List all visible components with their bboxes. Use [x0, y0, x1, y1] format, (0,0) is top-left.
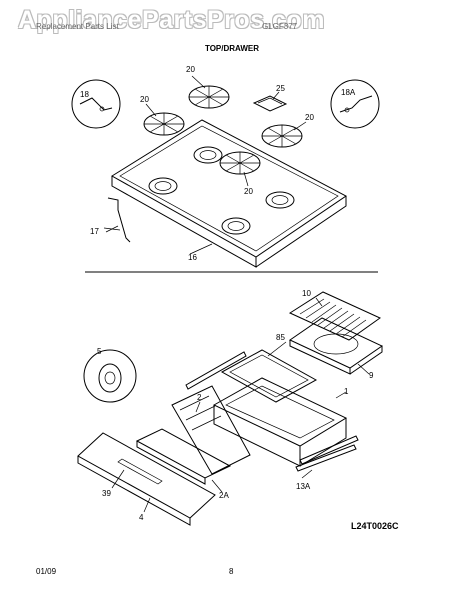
callout-drawer-body: 1 [344, 387, 349, 396]
roller-detail [83, 349, 137, 403]
bracket-right-detail [330, 79, 380, 129]
cooktop-assembly [111, 119, 347, 268]
callout-rod: 17 [90, 227, 99, 236]
callout-roller: 5 [97, 347, 102, 356]
callout-trim: 25 [276, 84, 285, 93]
callout-bracket-right: 18A [341, 88, 356, 97]
drawer-front-panel [77, 432, 216, 526]
callout-grate-right: 20 [305, 113, 314, 122]
side-rail-right [299, 435, 359, 465]
side-rail-left [185, 351, 247, 390]
support-rod [103, 197, 131, 243]
callout-grate-left: 20 [140, 95, 149, 104]
callout-broil-pan-insert: 10 [302, 289, 311, 298]
header-model: GLGF377 [262, 22, 298, 31]
slide-rail [295, 444, 357, 472]
callout-slide: 13A [296, 482, 311, 491]
leader-lines-bottom [111, 297, 370, 513]
callout-drawer-frame: 85 [276, 333, 285, 342]
drawer-body [212, 377, 348, 467]
broil-pan-insert [288, 291, 381, 341]
drawer-inner-panel [135, 428, 232, 485]
callout-drawer-front: 39 [102, 489, 111, 498]
grate-mid [219, 151, 261, 175]
watermark: AppliancePartsPros.com [18, 6, 325, 34]
callout-grate-mid: 20 [244, 187, 253, 196]
diagram-reference-code: L24T0026C [351, 521, 399, 531]
callout-broil-pan: 9 [369, 371, 374, 380]
footer-date: 01/09 [36, 567, 57, 576]
broil-pan [288, 317, 384, 375]
callout-drawer-back: 2 [197, 393, 202, 402]
header-subtitle: Replacement Parts List [36, 22, 119, 31]
grate-top [188, 85, 230, 109]
trim-piece [252, 95, 288, 112]
callout-drawer-inner: 2A [219, 491, 229, 500]
callout-bracket-left: 18 [80, 90, 89, 99]
drawer-back-panel [171, 385, 251, 475]
grate-right [261, 124, 303, 148]
grate-left [143, 112, 185, 136]
bracket-left-detail [71, 79, 121, 129]
leader-lines-top [105, 75, 307, 255]
section-title: TOP/DRAWER [204, 44, 260, 53]
drawer-frame [220, 349, 318, 403]
callout-cooktop: 16 [188, 253, 197, 262]
footer-page-number: 8 [229, 567, 234, 576]
callout-drawer-panel: 4 [139, 513, 144, 522]
callout-grate-top: 20 [186, 65, 195, 74]
